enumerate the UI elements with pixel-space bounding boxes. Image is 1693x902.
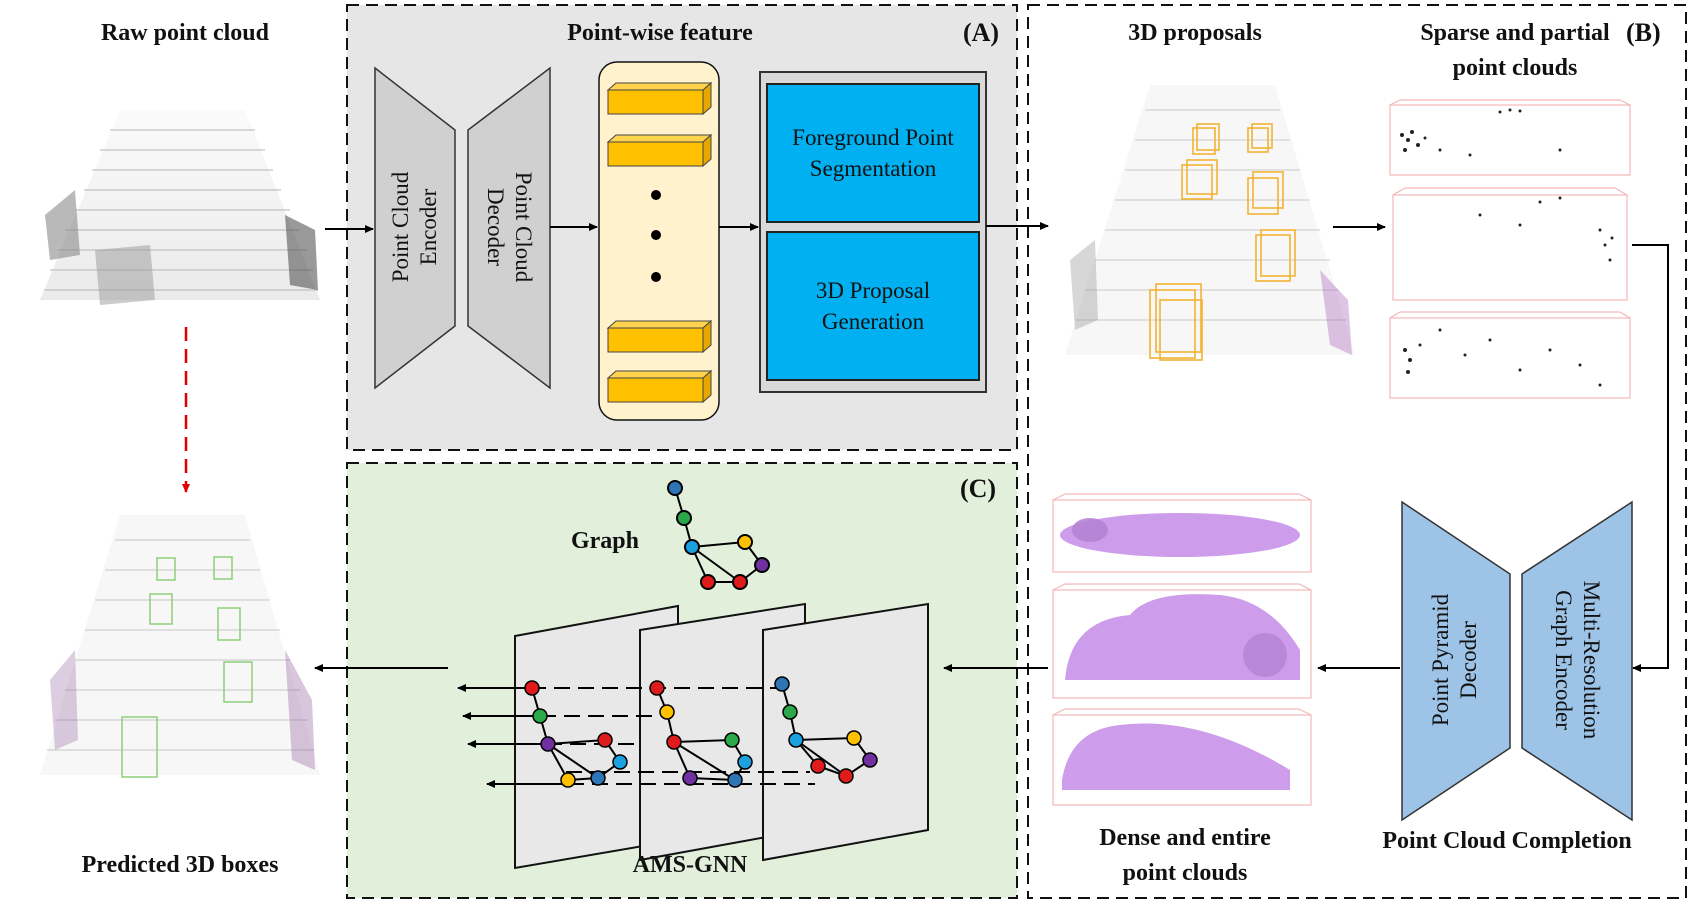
- graph-edges: [531, 683, 872, 782]
- proposal-gen-text: 3D Proposal Generation: [815, 277, 931, 334]
- panel-b-tag: (B): [1626, 18, 1661, 47]
- dense-clouds-image: [1052, 493, 1312, 806]
- mr-label-line2: Graph Encoder: [1551, 590, 1576, 730]
- foreground-seg-text: Foreground Point Segmentation: [792, 124, 954, 181]
- pyramid-decoder-label: Point Pyramid Decoder: [1425, 550, 1485, 770]
- panel-b: [1027, 4, 1687, 899]
- dense-entire-label-2: point clouds: [1122, 860, 1248, 886]
- encoder-label-line1: Point Cloud: [388, 171, 414, 283]
- ellipsis-dots: [651, 190, 661, 282]
- proposals-3d-label: 3D proposals: [1128, 20, 1262, 46]
- decoder-label: Point Cloud Decoder: [483, 117, 536, 337]
- feature-container: [598, 61, 720, 421]
- decoder-label-line1: Point Cloud: [510, 171, 536, 283]
- sparse-clouds-image: [1389, 99, 1631, 399]
- sparse-partial-label-1: Sparse and partial: [1420, 20, 1610, 46]
- raw-point-cloud-image: [40, 110, 320, 305]
- predicted-boxes-image: [40, 515, 320, 778]
- encoder-label-line2: Encoder: [416, 188, 441, 266]
- pyramid-label-line2: Decoder: [1456, 621, 1481, 699]
- graph-icon: [667, 480, 770, 590]
- feature-blocks: [606, 81, 713, 404]
- proposal-gen-box: [766, 231, 980, 381]
- graph-label: Graph: [570, 528, 639, 554]
- sparse-partial-label-2: point clouds: [1452, 55, 1578, 81]
- mr-graph-encoder-trapezoid: [1521, 500, 1633, 822]
- gnn-output-arrows: [457, 684, 565, 788]
- decoder-label-line2: Decoder: [483, 188, 508, 266]
- dense-points: [1060, 513, 1300, 790]
- mr-graph-encoder-label: Multi-Resolution Graph Encoder: [1547, 550, 1607, 770]
- gnn-planes: [514, 602, 929, 870]
- point-cloud-completion-label: Point Cloud Completion: [1382, 828, 1632, 854]
- mr-label-line1: Multi-Resolution: [1578, 580, 1604, 740]
- dense-entire-label-1: Dense and entire: [1099, 825, 1271, 851]
- decoder-trapezoid: [467, 66, 551, 390]
- encoder-trapezoid: [374, 66, 456, 390]
- arrow-sparse-to-completion: [1632, 244, 1669, 672]
- foreground-seg-box: [766, 83, 980, 223]
- proposals-image: [1065, 85, 1355, 361]
- encoder-label: Point Cloud Encoder: [388, 117, 441, 337]
- panel-c-tag: (C): [960, 474, 997, 503]
- pyramid-label-line1: Point Pyramid: [1428, 593, 1454, 727]
- raw-point-cloud-label: Raw point cloud: [100, 20, 270, 46]
- predicted-boxes-label: Predicted 3D boxes: [81, 852, 279, 878]
- ams-gnn-label: AMS-GNN: [632, 852, 748, 878]
- pyramid-decoder-trapezoid: [1401, 500, 1511, 822]
- graph-nodes: [524, 676, 878, 788]
- point-wise-feature-label: Point-wise feature: [567, 20, 753, 46]
- panel-a-tag: (A): [963, 18, 1000, 47]
- sparse-points: [1400, 108, 1614, 387]
